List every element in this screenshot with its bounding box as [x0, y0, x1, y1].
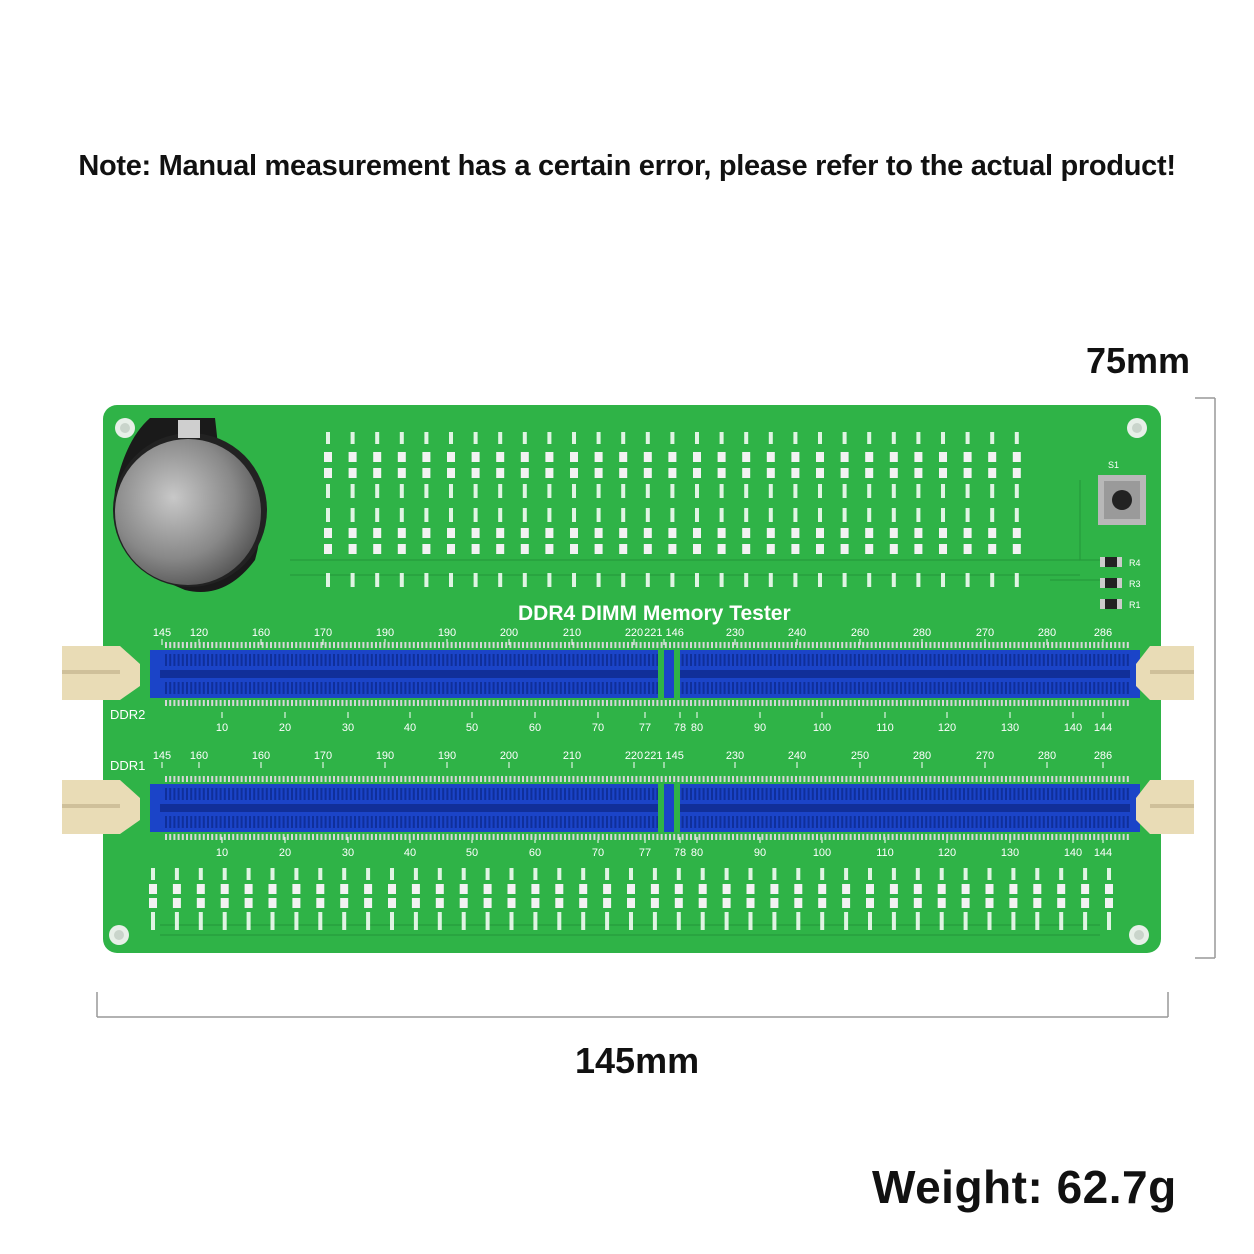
scale-label: 280: [913, 627, 931, 639]
scale-label: 145: [153, 627, 171, 639]
scale-label: 77: [639, 722, 651, 734]
scale-label: 60: [529, 722, 541, 734]
scale-label: 270: [976, 750, 994, 762]
scale-label: 30: [342, 722, 354, 734]
measurement-note: Note: Manual measurement has a certain e…: [78, 150, 1176, 182]
resistor-label-r1: R1: [1129, 600, 1141, 610]
scale-label: 144: [1094, 722, 1112, 734]
coin-battery: [113, 418, 267, 592]
scale-label: 280: [1038, 750, 1056, 762]
scale-label: 210: [563, 627, 581, 639]
scale-label: 220: [625, 750, 643, 762]
scale-label: 200: [500, 750, 518, 762]
scale-label: 286: [1094, 750, 1112, 762]
slot-label-ddr1: DDR1: [110, 758, 145, 773]
scale-label: 210: [563, 750, 581, 762]
scale-label: 78: [674, 847, 686, 859]
scale-label: 130: [1001, 847, 1019, 859]
scale-label: 286: [1094, 627, 1112, 639]
scale-label: 280: [913, 750, 931, 762]
bottom-led-row: [149, 868, 1113, 930]
scale-label: 190: [438, 750, 456, 762]
scale-label: 145: [153, 750, 171, 762]
scale-label: 80: [691, 847, 703, 859]
scale-label: 30: [342, 847, 354, 859]
scale-label: 160: [190, 750, 208, 762]
scale-label: 240: [788, 750, 806, 762]
scale-label: 100: [813, 847, 831, 859]
dimm-slot-ddr2[interactable]: [62, 642, 1194, 706]
scale-label: 140: [1064, 847, 1082, 859]
scale-label: 10: [216, 722, 228, 734]
scale-label: 280: [1038, 627, 1056, 639]
width-dimension-label: 145mm: [575, 1040, 700, 1081]
scale-label: 110: [876, 847, 894, 859]
scale-label: 220: [625, 627, 643, 639]
weight-label: Weight: 62.7g: [872, 1161, 1177, 1213]
scale-label: 130: [1001, 722, 1019, 734]
dimm-slot-ddr1[interactable]: [62, 776, 1194, 840]
scale-label: 120: [938, 722, 956, 734]
scale-label: 230: [726, 627, 744, 639]
scale-label: 50: [466, 847, 478, 859]
scale-label: 40: [404, 847, 416, 859]
slot-label-ddr2: DDR2: [110, 707, 145, 722]
switch-label: S1: [1108, 460, 1119, 470]
scale-label: 120: [938, 847, 956, 859]
scale-label: 10: [216, 847, 228, 859]
scale-label: 190: [438, 627, 456, 639]
resistor-label-r3: R3: [1129, 579, 1141, 589]
height-dimension-line: [1195, 397, 1216, 959]
scale-label: 170: [314, 750, 332, 762]
resistors: [1100, 557, 1122, 609]
scale-label: 170: [314, 627, 332, 639]
scale-label: 221 145: [644, 750, 684, 762]
reset-switch[interactable]: [1098, 475, 1146, 525]
scale-label: 60: [529, 847, 541, 859]
scale-label: 221 146: [644, 627, 684, 639]
scale-label: 200: [500, 627, 518, 639]
scale-label: 160: [252, 750, 270, 762]
scale-label: 144: [1094, 847, 1112, 859]
scale-label: 70: [592, 722, 604, 734]
scale-label: 90: [754, 722, 766, 734]
scale-label: 50: [466, 722, 478, 734]
scale-label: 250: [851, 750, 869, 762]
scale-label: 78: [674, 722, 686, 734]
scale-label: 77: [639, 847, 651, 859]
scale-label: 160: [252, 627, 270, 639]
scale-label: 120: [190, 627, 208, 639]
scale-label: 20: [279, 847, 291, 859]
width-dimension-line: [96, 992, 1169, 1018]
scale-label: 190: [376, 627, 394, 639]
height-dimension-label: 75mm: [1086, 340, 1191, 381]
scale-label: 270: [976, 627, 994, 639]
scale-label: 90: [754, 847, 766, 859]
scale-label: 110: [876, 722, 894, 734]
scale-label: 20: [279, 722, 291, 734]
mounting-holes: [109, 418, 1149, 945]
scale-label: 190: [376, 750, 394, 762]
scale-label: 230: [726, 750, 744, 762]
scale-label: 40: [404, 722, 416, 734]
scale-label: 240: [788, 627, 806, 639]
led-indicator-grid: [324, 432, 1021, 587]
scale-label: 260: [851, 627, 869, 639]
scale-label: 100: [813, 722, 831, 734]
scale-label: 70: [592, 847, 604, 859]
resistor-label-r4: R4: [1129, 558, 1141, 568]
middle-pin-scale: 10 20 30 40 50 60 70 77 78 80 90 100 110 120 130 140 144: [216, 712, 1112, 734]
scale-label: 140: [1064, 722, 1082, 734]
board-title: DDR4 DIMM Memory Tester: [518, 602, 791, 625]
scale-label: 80: [691, 722, 703, 734]
